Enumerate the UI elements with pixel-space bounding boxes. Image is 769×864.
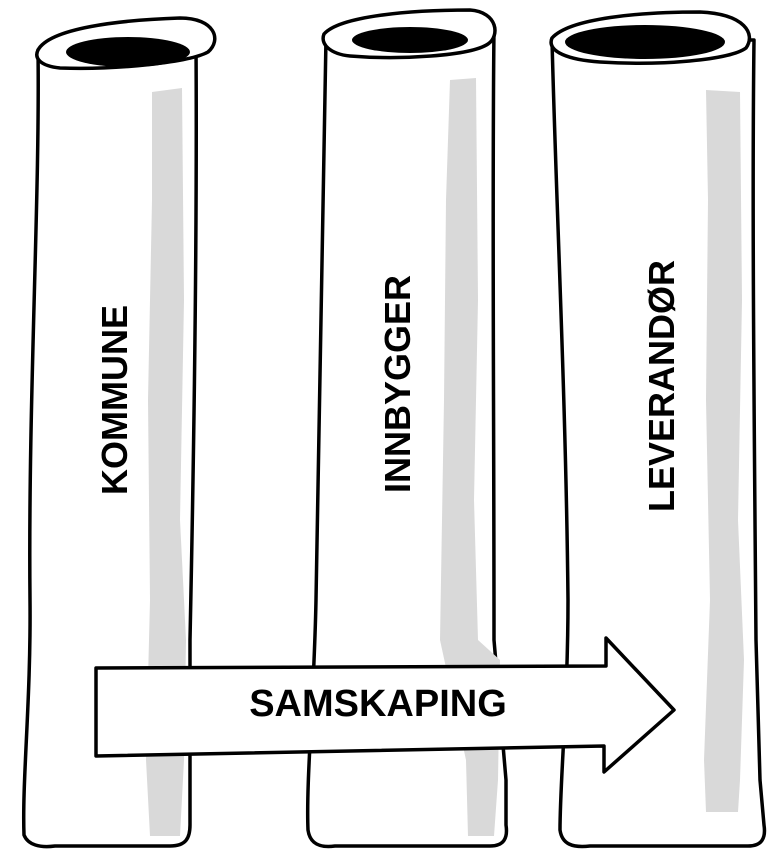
pillar-kommune-opening (66, 37, 190, 67)
pillar-innbygger-opening (352, 27, 468, 53)
pillar-leverandor-shade (704, 90, 744, 812)
pillar-leverandor-label: LEVERANDØR (641, 260, 682, 512)
pillar-kommune-label: KOMMUNE (94, 305, 135, 495)
arrow-label: SAMSKAPING (249, 683, 507, 725)
pillar-innbygger-label: INNBYGGER (377, 275, 418, 493)
pillar-leverandor-opening (565, 25, 725, 59)
